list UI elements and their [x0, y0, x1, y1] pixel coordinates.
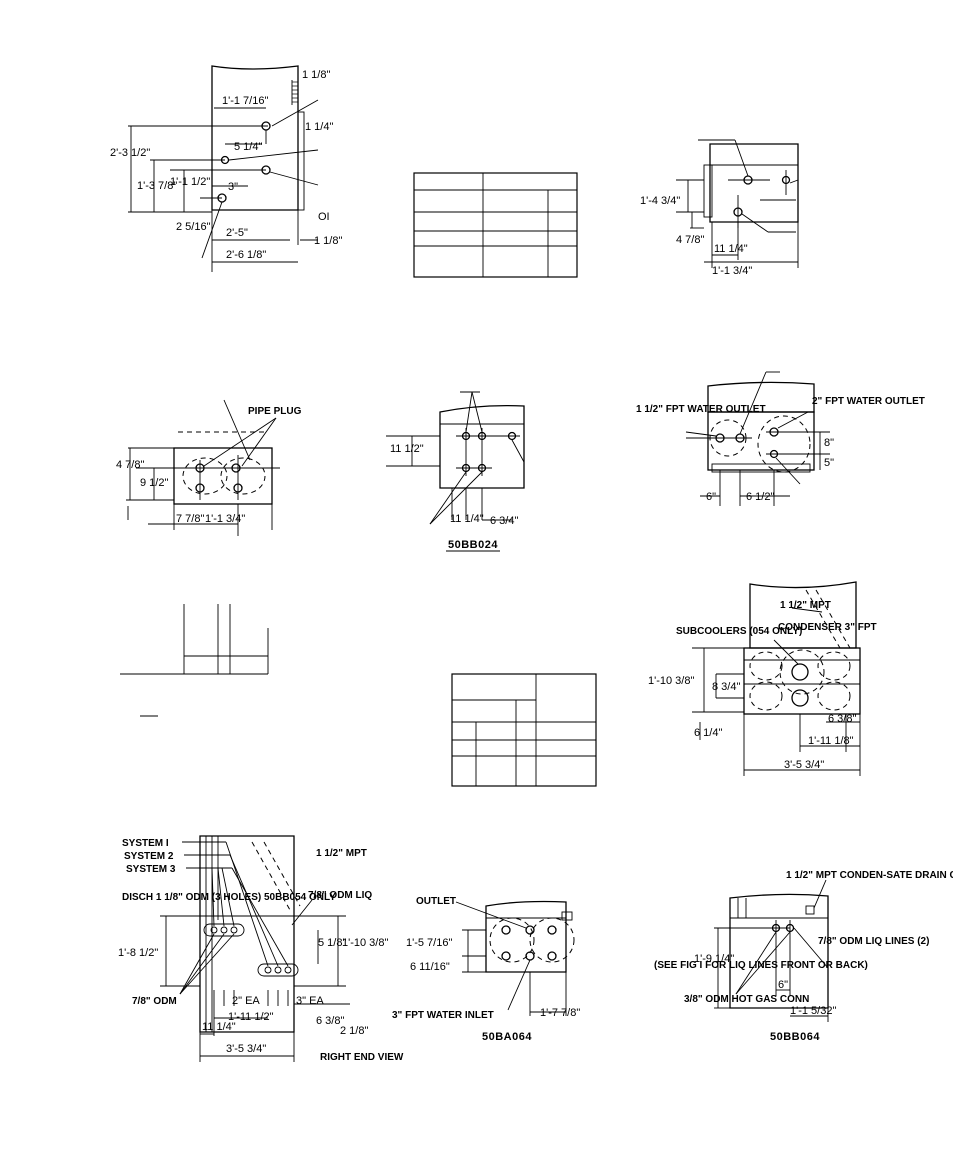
fig7-label-right-end-view: RIGHT END VIEW [320, 1052, 404, 1063]
fig4-dimension-text: 11 1/2" 11 1/4" 6 3/4" 50BB024 [390, 443, 518, 551]
fig1-dim-3: 3" [228, 181, 238, 193]
fig9-dim-6: 6" [778, 979, 788, 991]
fig3-dim-1-1-3-4: 1'-1 3/4" [205, 513, 245, 525]
fig6-label-condenser: CONDENSER 3" FPT [778, 622, 877, 633]
fig8-caption: 50BA064 [482, 1031, 532, 1043]
fig7-dim-11-1-4: 11 1/4" [202, 1021, 236, 1033]
fig7-label-mpt: 1 1/2" MPT [316, 848, 367, 859]
fig3-dim-9-1-2: 9 1/2" [140, 477, 168, 489]
fig9-label-condensate-drain: 1 1/2" MPT CONDEN-SATE DRAIN CONN. [786, 870, 953, 881]
fig7-dim-3-ea: 3" EA [296, 995, 324, 1007]
fig5-dim-5: 5" [824, 457, 834, 469]
fig5-dimension-text: 1 1/2" FPT WATER OUTLET 2" FPT WATER OUT… [636, 396, 925, 503]
fig9-dim-1-9-1-4: 1'-9 1/4" [694, 953, 734, 965]
fig7-label-system-3: SYSTEM 3 [126, 864, 176, 875]
fig4-dim-11-1-4: 11 1/4" [450, 513, 484, 525]
fig5-dim-8: 8" [824, 437, 834, 449]
fig6-dim-6-1-4: 6 1/4" [694, 727, 722, 739]
fig5-dim-6-1-2: 6 1/2" [746, 491, 774, 503]
fig6-dim-1-10-3-8: 1'-10 3/8" [648, 675, 694, 687]
fig8-dim-6-11-16: 6 11/16" [410, 961, 450, 973]
fig1-note: OI [318, 211, 330, 223]
fig7-dim-2-ea: 2" EA [232, 995, 260, 1007]
fig1-dimension-text: 1'-1 7/16" 5 1/4" 2'-3 1/2" 1'-3 7/8" 1'… [110, 69, 342, 261]
fig1-dim-1-1-8-top: 1 1/8" [302, 69, 330, 81]
fig7-dim-6-3-8: 6 3/8" [316, 1015, 344, 1027]
fig3-elevation [126, 399, 280, 536]
fig2-dim-1-1-3-4: 1'-1 3/4" [712, 265, 752, 277]
fig7-label-odm: 7/8" ODM [132, 996, 177, 1007]
fig2-elevation [676, 139, 799, 268]
fig1-dim-1-1-4: 1 1/4" [305, 121, 333, 133]
fig8-dim-1-7-7-8: 1'-7 7/8" [540, 1007, 580, 1019]
fig8-dim-1-5-7-16: 1'-5 7/16" [406, 937, 452, 949]
fig6-label-mpt: 1 1/2" MPT [780, 600, 831, 611]
fig7-label-odm-liq: 7/8" ODM LIQ [308, 890, 372, 901]
fig4-dim-6-3-4: 6 3/4" [490, 515, 518, 527]
fig7-dim-1-8-1-2: 1'-8 1/2" [118, 947, 158, 959]
fig7-dim-3-5-3-4: 3'-5 3/4" [226, 1043, 266, 1055]
fig4-elevation [386, 391, 525, 552]
fig1-elevation [128, 65, 319, 272]
fig7-dim-1-10-3-8: 1'-10 3/8" [342, 937, 388, 949]
fig6-dim-1-11-1-8: 1'-11 1/8" [808, 735, 854, 747]
fig7-label-system-1: SYSTEM I [122, 838, 169, 849]
fig9-dim-1-1-5-32: 1'-1 5/32" [790, 1005, 836, 1017]
fig7-dim-5-1-8: 5 1/8" [318, 937, 346, 949]
fig3-dimension-text: PIPE PLUG 4 7/8" 9 1/2" 7 7/8" 1'-1 3/4" [116, 406, 302, 525]
fig4-caption: 50BB024 [448, 539, 498, 551]
fig2-dim-4-7-8: 4 7/8" [676, 234, 704, 246]
fig1-dim-5-1-4: 5 1/4" [234, 141, 262, 153]
fig8-label-outlet: OUTLET [416, 896, 456, 907]
fig9-dimension-text: 1 1/2" MPT CONDEN-SATE DRAIN CONN. 7/8" … [654, 870, 953, 1043]
fig5-dim-6: 6" [706, 491, 716, 503]
fig8-label-water-inlet: 3" FPT WATER INLET [392, 1010, 494, 1021]
fig2-dim-11-1-4: 11 1/4" [714, 243, 748, 255]
fig9-label-odm-liq-lines: 7/8" ODM LIQ LINES (2) [818, 936, 929, 947]
fig2-dim-1-4-3-4: 1'-4 3/4" [640, 195, 680, 207]
fig8-dimension-text: OUTLET 1'-5 7/16" 6 11/16" 3" FPT WATER … [392, 896, 580, 1043]
fig7-dim-1-11-1-2: 1'-11 1/2" [228, 1011, 274, 1023]
fig3-dim-7-7-8: 7 7/8" [176, 513, 204, 525]
fig6-dim-3-5-3-4: 3'-5 3/4" [784, 759, 824, 771]
fig7-dimension-text: SYSTEM I SYSTEM 2 SYSTEM 3 DISCH 1 1/8" … [118, 838, 404, 1063]
fig3-pipe-plug-label: PIPE PLUG [248, 406, 302, 417]
fig9-caption: 50BB064 [770, 1031, 820, 1043]
table2-grid [120, 604, 269, 717]
fig1-dim-2-3-1-2: 2'-3 1/2" [110, 147, 150, 159]
fig9-elevation [714, 879, 829, 1022]
fig7-elevation [160, 835, 350, 1062]
fig6-dimension-text: 1 1/2" MPT SUBCOOLERS (054 ONLY) CONDENS… [648, 600, 877, 771]
fig5-label-2-fpt: 2" FPT WATER OUTLET [812, 396, 925, 407]
fig7-label-disch: DISCH 1 1/8" ODM (3 HOLES) 50BB054 ONLY [122, 892, 336, 903]
fig6-dim-8-3-4: 8 3/4" [712, 681, 740, 693]
table3-grid [451, 673, 597, 787]
fig5-label-1-1-2-fpt: 1 1/2" FPT WATER OUTLET [636, 404, 766, 415]
fig6-elevation [692, 581, 861, 776]
fig1-dim-2-6-1-8: 2'-6 1/8" [226, 249, 266, 261]
fig9-label-hot-gas: 3/8" ODM HOT GAS CONN [684, 994, 809, 1005]
fig6-dim-6-3-8: 6 3/8" [828, 713, 856, 725]
fig2-dimension-text: 1'-4 3/4" 4 7/8" 11 1/4" 1'-1 3/4" [640, 195, 752, 277]
fig5-elevation [685, 371, 830, 506]
fig1-dim-1-1-1-2: 1'-1 1/2" [170, 176, 210, 188]
fig6-label-subcoolers: SUBCOOLERS (054 ONLY) [676, 626, 802, 637]
fig7-label-system-2: SYSTEM 2 [124, 851, 174, 862]
fig7-dim-2-1-8: 2 1/8" [340, 1025, 368, 1037]
table1-grid [413, 172, 578, 278]
fig1-dim-2-5-16: 2 5/16" [176, 221, 211, 233]
fig1-dim-2-5: 2'-5" [226, 227, 248, 239]
fig8-elevation [455, 900, 575, 1016]
fig1-dim-width-top: 1'-1 7/16" [222, 95, 268, 107]
fig3-dim-4-7-8: 4 7/8" [116, 459, 144, 471]
fig1-dim-1-1-8: 1 1/8" [314, 235, 342, 247]
fig9-label-see-fig-1: (SEE FIG I FOR LIQ LINES FRONT OR BACK) [654, 960, 868, 971]
fig4-dim-11-1-2: 11 1/2" [390, 443, 424, 455]
fig1-dim-1-3-7-8: 1'-3 7/8" [137, 180, 177, 192]
